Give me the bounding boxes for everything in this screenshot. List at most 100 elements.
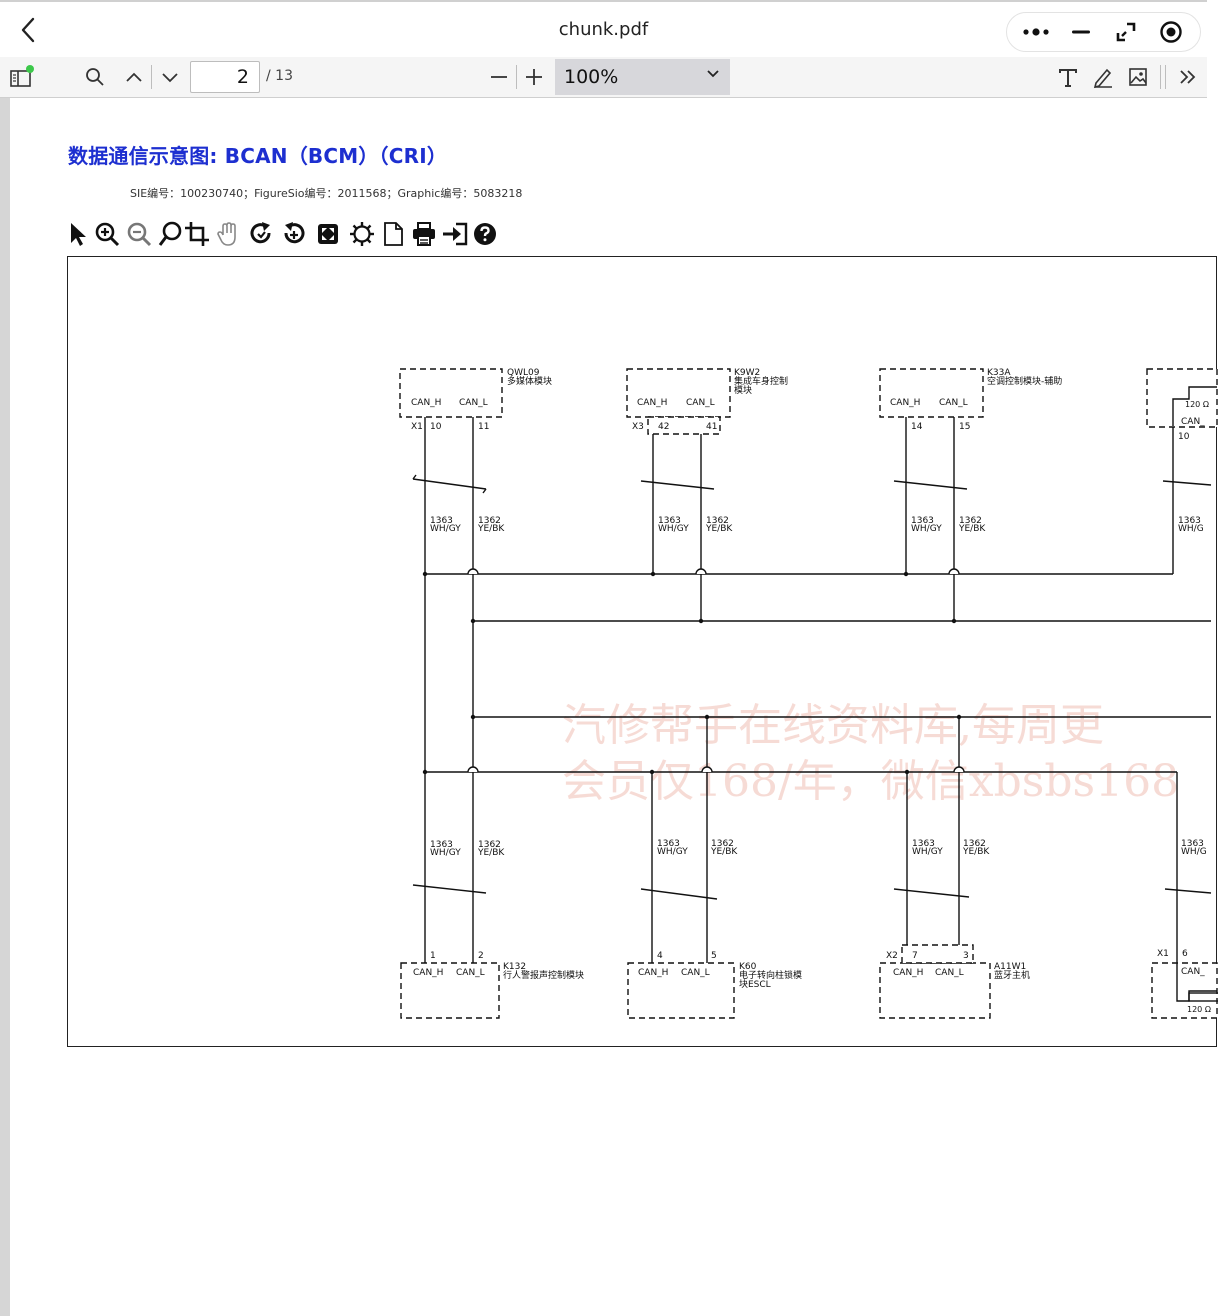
zoom-select[interactable]: 100%: [555, 59, 730, 95]
crossover-bump: [467, 568, 479, 575]
junction-dot: [649, 769, 655, 775]
chevron-up-icon: [126, 72, 142, 82]
document-title: chunk.pdf: [558, 19, 649, 40]
add-image-button[interactable]: [1125, 63, 1151, 91]
zoom-in-tool-button[interactable]: [93, 220, 121, 248]
page-number-input[interactable]: [190, 61, 260, 93]
can-l-label: CAN_L: [681, 968, 710, 978]
text-icon: [1059, 69, 1077, 87]
rotate-icon: [250, 222, 271, 244]
module-box: [879, 368, 984, 418]
connector-label: X1: [411, 422, 423, 432]
watermark-line-1: 汽修帮手在线资料库,每周更: [562, 700, 1104, 751]
twisted-pair-marker: [1164, 888, 1212, 894]
chevron-down-icon: [707, 70, 719, 78]
pin-label: 41: [706, 422, 717, 432]
wire-color: YE/BK: [477, 848, 505, 858]
minus-icon: [491, 76, 507, 78]
sidebar-toggle-button[interactable]: [8, 63, 36, 91]
more-icon: [1023, 28, 1049, 36]
wire-number: 1363: [912, 839, 935, 849]
next-page-button[interactable]: [157, 63, 183, 91]
reset-view-button[interactable]: [280, 220, 308, 248]
crop-tool-button[interactable]: [183, 220, 211, 248]
minimize-icon: [1071, 30, 1090, 34]
module-name: 多媒体模块: [507, 375, 552, 387]
module-name: 电子转向柱锁模: [739, 969, 802, 981]
can-l-label: CAN_L: [686, 398, 715, 408]
previous-page-button[interactable]: [121, 63, 147, 91]
record-button[interactable]: [1153, 17, 1189, 47]
sign-in-icon: [443, 222, 468, 246]
wire-color: WH/GY: [430, 848, 461, 858]
fit-view-button[interactable]: [314, 220, 342, 248]
twisted-pair-marker: [412, 474, 417, 480]
more-button[interactable]: [1018, 17, 1054, 47]
connector-label: X2: [886, 951, 898, 961]
select-tool-button[interactable]: [64, 220, 92, 248]
export-button[interactable]: [441, 220, 469, 248]
can-h-label: CAN_: [1181, 967, 1205, 977]
add-text-button[interactable]: [1055, 63, 1081, 91]
module-code: K60: [739, 962, 757, 972]
can-h-label: CAN_H: [413, 968, 443, 978]
pin-label: 2: [478, 951, 484, 961]
junction-dot: [650, 571, 656, 577]
wire-number: 1363: [658, 516, 681, 526]
more-tools-button[interactable]: [1175, 63, 1201, 91]
zoom-in-button[interactable]: [521, 63, 547, 91]
find-button[interactable]: [82, 63, 108, 91]
help-button[interactable]: [471, 220, 499, 248]
wire-color: YE/BK: [710, 847, 738, 857]
wire-color: WH/GY: [658, 524, 689, 534]
can-l-label: CAN_L: [459, 398, 488, 408]
wire-number: 1362: [478, 840, 501, 850]
module-name: 模块: [734, 384, 752, 396]
wire-number: 1363: [430, 840, 453, 850]
back-button[interactable]: [14, 16, 42, 44]
diagram-canvas: QWL09 多媒体模块 CAN_H CAN_L X1 10 11 K9W2 集成…: [399, 368, 1218, 1019]
viewer-left-edge: [0, 98, 10, 1316]
crossover-bump: [701, 766, 713, 773]
can-h-label: CAN_H: [411, 398, 441, 408]
junction-dot: [956, 714, 962, 720]
double-chevron-right-icon: [1180, 70, 1196, 84]
crossover-bump: [948, 568, 960, 575]
hand-icon: [217, 222, 236, 246]
gear-icon: [350, 222, 374, 246]
print-button[interactable]: [410, 220, 438, 248]
zoom-out-button[interactable]: [486, 63, 512, 91]
module-code: K33A: [987, 368, 1011, 378]
wiring-diagram[interactable]: 汽修帮手在线资料库,每周更 会员仅168/年，微信xbsbs168: [67, 256, 1218, 1047]
plus-icon: [526, 69, 542, 85]
pen-icon: [1093, 68, 1112, 89]
junction-dot: [903, 571, 909, 577]
minimize-button[interactable]: [1063, 17, 1099, 47]
pan-tool-button[interactable]: [214, 220, 242, 248]
module-code: QWL09: [507, 368, 540, 378]
module-box: [626, 368, 731, 418]
module-box: [879, 962, 991, 1019]
draw-button[interactable]: [1090, 63, 1116, 91]
module-code: K132: [503, 962, 526, 972]
settings-button[interactable]: [348, 220, 376, 248]
junction-dot: [422, 571, 428, 577]
exit-fullscreen-button[interactable]: [1108, 17, 1144, 47]
crossover-bump: [467, 766, 479, 773]
page-view-button[interactable]: [379, 220, 407, 248]
junction-dot: [951, 618, 957, 624]
zoom-area-tool-button[interactable]: [157, 220, 185, 248]
can-h-label: CAN_H: [890, 398, 920, 408]
rotate-tool-button[interactable]: [247, 220, 275, 248]
zoom-out-icon: [127, 222, 152, 247]
pin-label: 10: [1178, 432, 1190, 442]
wire-number: 1363: [657, 839, 680, 849]
module-code: K9W2: [734, 368, 760, 378]
zoom-in-icon: [95, 222, 120, 247]
wire-color: WH/G: [1178, 524, 1204, 534]
chevron-down-icon: [162, 73, 178, 83]
terminator-resistor: [1188, 992, 1218, 1002]
zoom-out-tool-button[interactable]: [125, 220, 153, 248]
module-name: 块ESCL: [739, 978, 771, 990]
junction-dot: [904, 769, 910, 775]
